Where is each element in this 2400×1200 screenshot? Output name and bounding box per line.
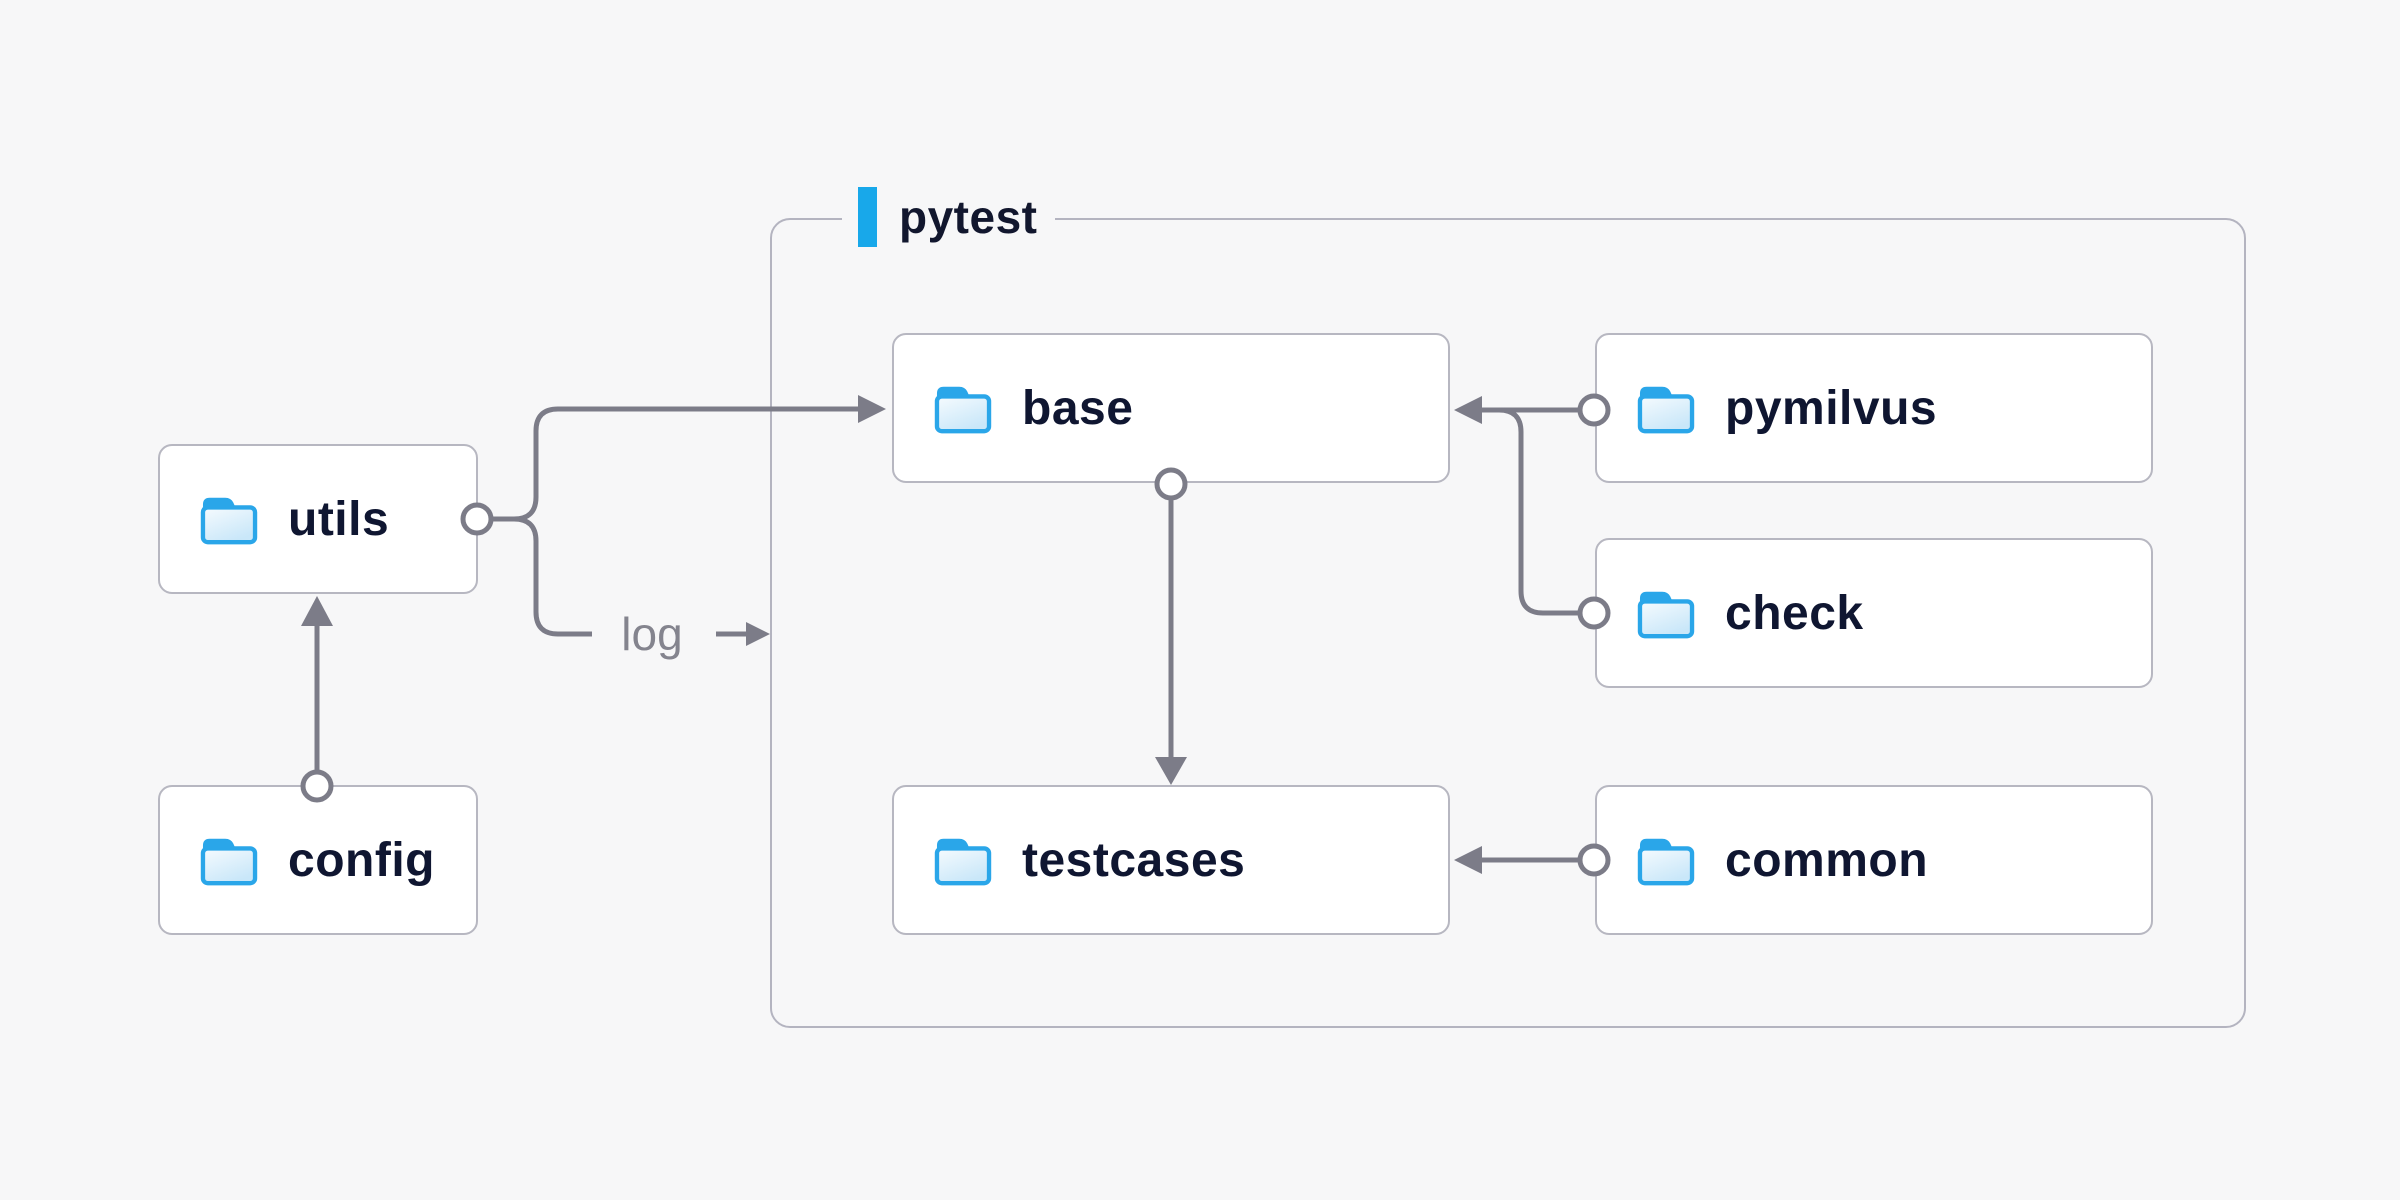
arrowhead (301, 596, 333, 626)
node-label: pymilvus (1725, 381, 1938, 435)
node-pymilvus: pymilvus (1595, 333, 2153, 483)
node-common: common (1595, 785, 2153, 935)
folder-icon (1637, 386, 1695, 434)
node-label: check (1725, 586, 1864, 640)
folder-icon (1637, 838, 1695, 886)
pytest-container-label: pytest (842, 186, 1056, 248)
pytest-container-box (770, 218, 2246, 1028)
node-label: utils (288, 492, 390, 546)
folder-icon (934, 838, 992, 886)
accent-bar (858, 187, 877, 247)
node-base: base (892, 333, 1450, 483)
folder-icon (1637, 591, 1695, 639)
edge-label-log: log (621, 608, 683, 660)
folder-icon (200, 838, 258, 886)
node-testcases: testcases (892, 785, 1450, 935)
edge-config-to-utils (300, 596, 334, 803)
container-title: pytest (899, 191, 1038, 243)
node-label: config (288, 833, 435, 887)
node-label: testcases (1022, 833, 1246, 887)
node-label: base (1022, 381, 1134, 435)
arrowhead (746, 622, 770, 646)
node-check: check (1595, 538, 2153, 688)
folder-icon (200, 497, 258, 545)
node-config: config (158, 785, 478, 935)
node-label: common (1725, 833, 1929, 887)
node-utils: utils (158, 444, 478, 594)
folder-icon (934, 386, 992, 434)
